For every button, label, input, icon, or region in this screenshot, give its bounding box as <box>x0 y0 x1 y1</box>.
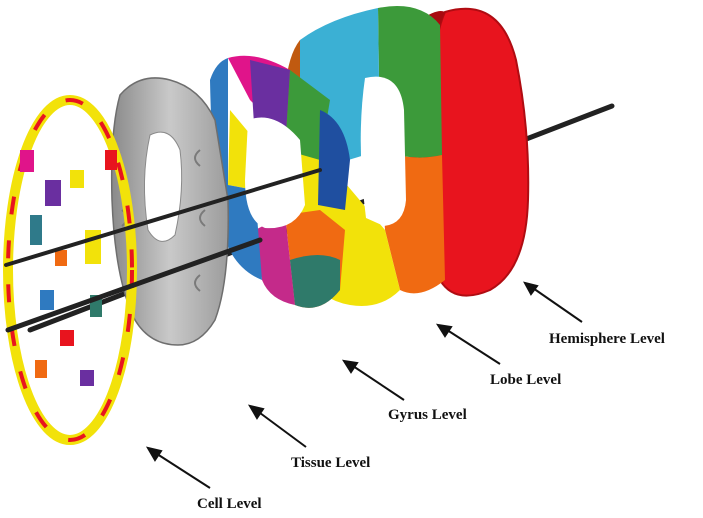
cell-disc <box>8 100 132 440</box>
cell-level-label: Cell Level <box>197 496 262 513</box>
tissue-level-label: Tissue Level <box>291 455 370 472</box>
gyrus-arrow <box>350 364 404 400</box>
hemisphere-arrow <box>530 286 582 322</box>
hemisphere-level-label: Hemisphere Level <box>549 331 665 348</box>
cell-arrow <box>154 452 210 488</box>
lobe-arrow <box>444 328 500 364</box>
lobe-level-label: Lobe Level <box>490 372 561 389</box>
gyrus-level-label: Gyrus Level <box>388 407 467 424</box>
tissue-arrow <box>256 410 306 447</box>
